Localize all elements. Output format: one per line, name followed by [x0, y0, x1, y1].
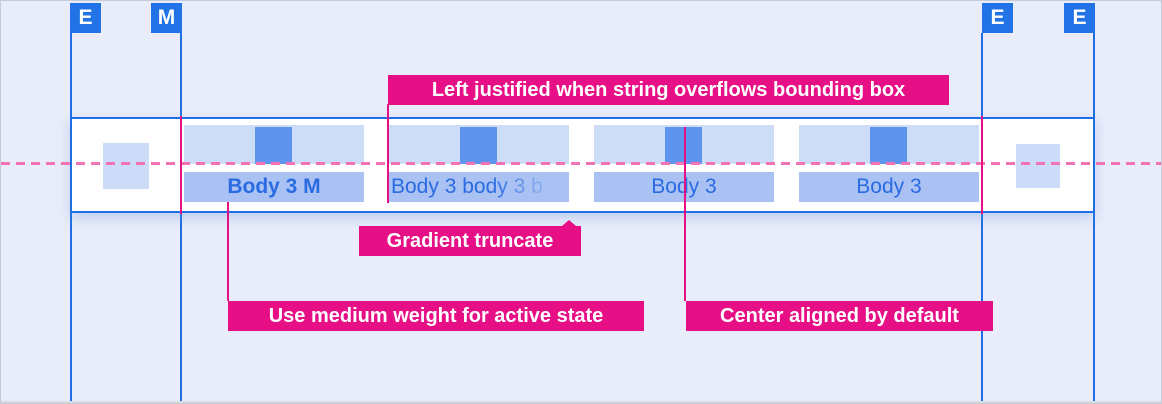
content-edge-line-left — [180, 116, 182, 214]
spacing-badge-m: M — [151, 3, 182, 33]
tab-body3-default[interactable]: Body 3 — [799, 117, 979, 213]
annotation-left-justified: Left justified when string overflows bou… — [388, 75, 949, 105]
tab-label-text: Body 3 M — [227, 175, 321, 198]
tab-icon-placeholder — [255, 127, 292, 164]
tab-label-text: Body 3 — [651, 175, 717, 198]
spacing-badge-e-right-inner: E — [982, 3, 1013, 33]
horizontal-center-guide — [1, 162, 1161, 165]
guide-line-m — [180, 33, 182, 401]
tab-icon-placeholder — [665, 127, 702, 164]
tab-label-text: Body 3 — [856, 175, 922, 198]
tab-label-truncated: Body 3 body 3 b — [389, 172, 569, 202]
connector-center-aligned — [684, 127, 686, 301]
annotation-center-aligned: Center aligned by default — [686, 301, 993, 331]
guide-line-e-right-inner — [981, 33, 983, 401]
gradient-truncate-fade — [491, 172, 569, 202]
annotation-pointer-up — [562, 220, 576, 226]
tab-body3-active[interactable]: Body 3 M — [184, 117, 364, 213]
annotation-medium-weight: Use medium weight for active state — [228, 301, 644, 331]
tab-touch-area — [389, 125, 569, 164]
tab-body3-overflow[interactable]: Body 3 body 3 b — [389, 117, 569, 213]
guide-line-e-left — [70, 33, 72, 401]
tab-label-active: Body 3 M — [184, 172, 364, 202]
tab-icon-placeholder — [460, 127, 497, 164]
spacing-badge-e-left: E — [70, 3, 101, 33]
tab-touch-area — [184, 125, 364, 164]
left-margin-spacer — [103, 143, 149, 189]
tab-touch-area — [799, 125, 979, 164]
bottom-edge-strip — [1, 401, 1161, 403]
connector-medium-weight — [227, 202, 229, 301]
right-margin-spacer — [1016, 144, 1060, 188]
tab-label: Body 3 — [799, 172, 979, 202]
content-edge-line-right — [981, 116, 983, 214]
spacing-badge-e-right-outer: E — [1064, 3, 1095, 33]
annotation-gradient-truncate: Gradient truncate — [359, 220, 581, 256]
guide-line-e-right-outer — [1093, 33, 1095, 401]
annotation-text: Gradient truncate — [386, 230, 554, 252]
tab-icon-placeholder — [870, 127, 907, 164]
connector-left-justified — [387, 104, 389, 203]
